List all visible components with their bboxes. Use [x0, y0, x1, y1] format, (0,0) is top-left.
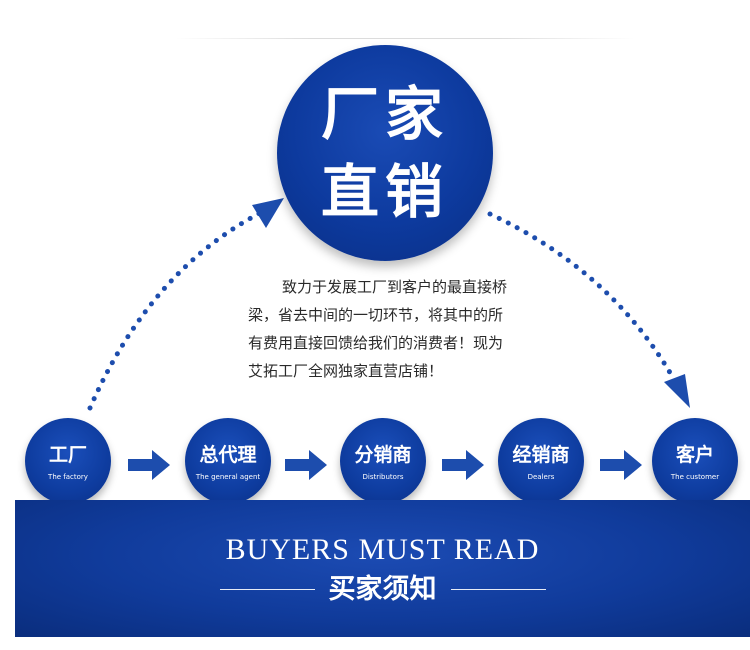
banner-rule-left — [219, 589, 315, 590]
flow-node-general-agent: 总代理 The general agent — [185, 418, 271, 504]
flow-node-title: 分销商 — [354, 444, 412, 466]
flow-node-distributors: 分销商 Distributors — [340, 418, 426, 504]
factory-direct-badge: 厂家 直销 — [277, 45, 493, 261]
banner-rule-right — [450, 589, 546, 590]
description-text: 致力于发展工厂到客户的最直接桥 梁，省去中间的一切环节，将其中的所 有费用直接回… — [248, 273, 578, 385]
description-line: 有费用直接回馈给我们的消费者！现为 — [248, 334, 504, 352]
banner-subtitle: 买家须知 — [328, 574, 437, 605]
flow-node-subtitle: The general agent — [195, 473, 261, 481]
flow-node-subtitle: The factory — [48, 473, 88, 481]
badge-line-2: 直销 — [320, 158, 449, 226]
flow-node-factory: 工厂 The factory — [25, 418, 111, 504]
banner-subtitle-row: 买家须知 — [15, 576, 750, 603]
right-arrow-icon — [600, 450, 642, 480]
flow-node-dealers: 经销商 Dealers — [498, 418, 584, 504]
flow-node-title: 工厂 — [48, 444, 87, 466]
flow-node-subtitle: Distributors — [362, 473, 404, 481]
right-arrowhead-icon — [664, 374, 690, 408]
right-arrow-icon — [285, 450, 327, 480]
badge-line-1: 厂家 — [320, 80, 449, 148]
right-dotted-arc — [487, 211, 675, 379]
description-line: 梁，省去中间的一切环节，将其中的所 — [248, 306, 504, 324]
flow-node-subtitle: Dealers — [527, 473, 555, 481]
flow-node-title: 客户 — [675, 444, 714, 466]
flow-node-customer: 客户 The customer — [652, 418, 738, 504]
buyers-notice-banner: BUYERS MUST READ 买家须知 — [15, 500, 750, 637]
left-arrowhead-icon — [252, 198, 284, 228]
right-arrow-icon — [128, 450, 170, 480]
banner-title: BUYERS MUST READ — [225, 533, 540, 566]
description-line: 致力于发展工厂到客户的最直接桥 — [282, 278, 508, 296]
right-arrow-icon — [442, 450, 484, 480]
description-line: 艾拓工厂全网独家直营店铺！ — [248, 362, 444, 380]
flow-node-subtitle: The customer — [670, 473, 720, 481]
flow-node-title: 经销商 — [512, 444, 570, 466]
top-divider — [175, 38, 635, 39]
flow-node-title: 总代理 — [199, 444, 257, 466]
left-dotted-arc — [87, 209, 265, 411]
